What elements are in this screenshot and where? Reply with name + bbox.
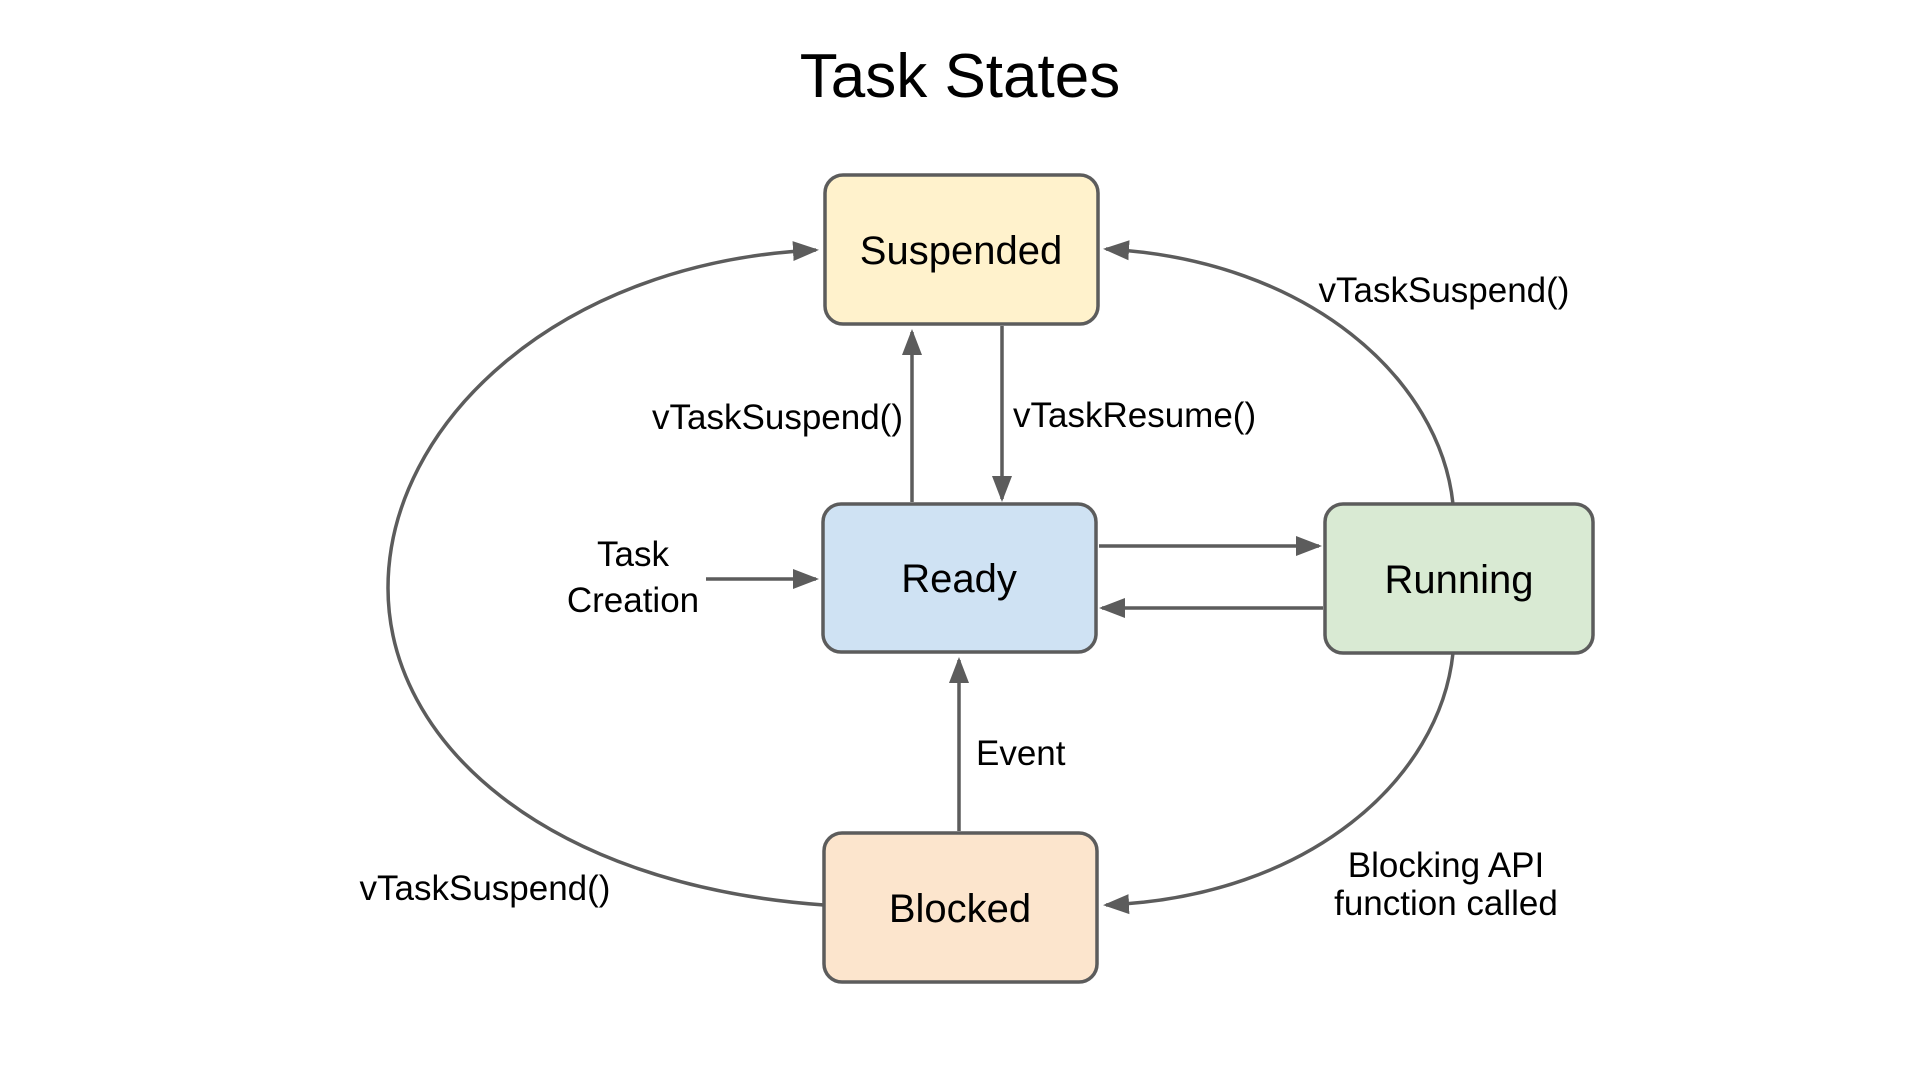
label-vtasksuspend-bottom-left: vTaskSuspend() [360, 869, 611, 908]
label-vtaskresume: vTaskResume() [1013, 396, 1256, 435]
label-event: Event [976, 734, 1066, 773]
state-blocked-box [822, 831, 1099, 984]
state-ready-label: Ready [901, 557, 1017, 601]
state-suspended-label: Suspended [860, 229, 1062, 273]
label-task-creation-line2: Creation [567, 581, 699, 620]
state-blocked: Blocked [822, 831, 1099, 984]
label-blocking-api-line1: Blocking API [1348, 846, 1545, 885]
label-blocking-api-line2: function called [1334, 884, 1558, 923]
state-suspended-box [823, 173, 1100, 326]
label-task-creation-line1: Task [597, 535, 669, 574]
arrow-blocked-to-suspended [386, 241, 825, 907]
label-vtasksuspend-left: vTaskSuspend() [652, 398, 903, 437]
label-vtasksuspend-top-right: vTaskSuspend() [1319, 271, 1570, 310]
state-blocked-label: Blocked [889, 887, 1031, 931]
state-ready-box [821, 502, 1098, 654]
state-running-box [1323, 502, 1595, 655]
page-title: Task States [800, 42, 1120, 111]
state-running: Running [1323, 502, 1595, 655]
state-ready: Ready [821, 502, 1098, 654]
state-running-label: Running [1384, 558, 1533, 602]
state-suspended: Suspended [823, 173, 1100, 326]
arrow-running-to-suspended [1103, 240, 1455, 505]
arrow-running-to-blocked [1103, 652, 1455, 915]
